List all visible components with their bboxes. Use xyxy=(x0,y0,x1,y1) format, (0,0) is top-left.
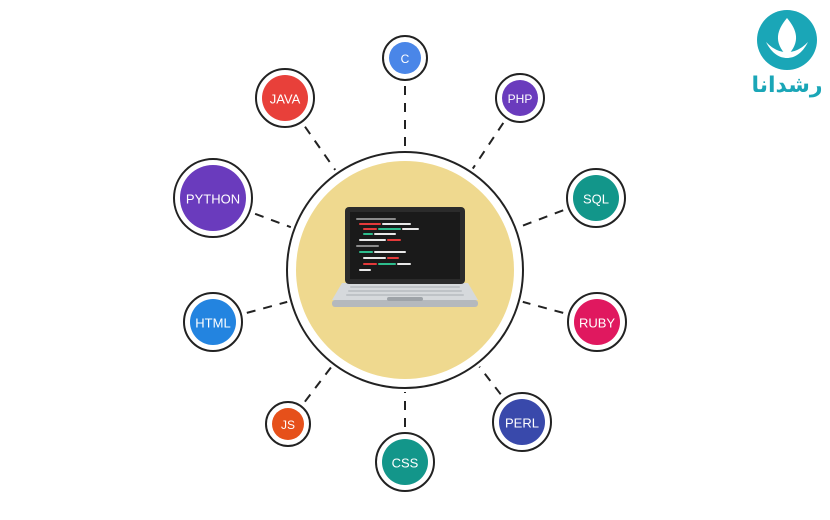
node-label-js: JS xyxy=(281,418,295,432)
node-css: CSS xyxy=(375,432,435,492)
node-python: PYTHON xyxy=(173,158,253,238)
laptop-code-icon xyxy=(332,207,478,307)
node-sql: SQL xyxy=(566,168,626,228)
connector-html xyxy=(246,300,288,314)
logo: رشدانا xyxy=(751,10,823,98)
connector-js xyxy=(304,366,332,403)
node-label-ruby: RUBY xyxy=(579,316,615,331)
node-fill-c xyxy=(389,42,421,74)
connector-php xyxy=(471,122,505,170)
node-java: JAVA xyxy=(255,68,315,128)
node-fill-css xyxy=(382,439,428,485)
connector-java xyxy=(304,126,337,171)
node-label-html: HTML xyxy=(195,316,230,331)
connector-python xyxy=(254,212,292,229)
logo-text: رشدانا xyxy=(751,73,822,98)
node-fill-perl xyxy=(499,399,545,445)
node-fill-php xyxy=(502,80,538,116)
node-fill-js xyxy=(272,408,304,440)
node-fill-python xyxy=(180,165,246,231)
node-label-perl: PERL xyxy=(505,416,539,431)
node-fill-ruby xyxy=(574,299,620,345)
connector-sql xyxy=(518,209,564,228)
node-label-css: CSS xyxy=(392,456,419,471)
node-label-c: C xyxy=(401,52,410,66)
node-c: C xyxy=(382,35,428,81)
connectors xyxy=(246,86,564,427)
node-ruby: RUBY xyxy=(567,292,627,352)
node-fill-html xyxy=(190,299,236,345)
node-label-php: PHP xyxy=(508,92,533,106)
node-label-java: JAVA xyxy=(270,92,301,107)
node-label-sql: SQL xyxy=(583,192,609,207)
node-fill-sql xyxy=(573,175,619,221)
connector-perl xyxy=(478,366,502,395)
connector-ruby xyxy=(522,300,564,314)
node-fill-java xyxy=(262,75,308,121)
node-php: PHP xyxy=(495,73,545,123)
node-html: HTML xyxy=(183,292,243,352)
node-perl: PERL xyxy=(492,392,552,452)
node-js: JS xyxy=(265,401,311,447)
language-nodes: C PHP SQL RUBY PERL CSS JS HTML PYTHON JAVA xyxy=(173,35,627,492)
node-label-python: PYTHON xyxy=(186,192,240,207)
